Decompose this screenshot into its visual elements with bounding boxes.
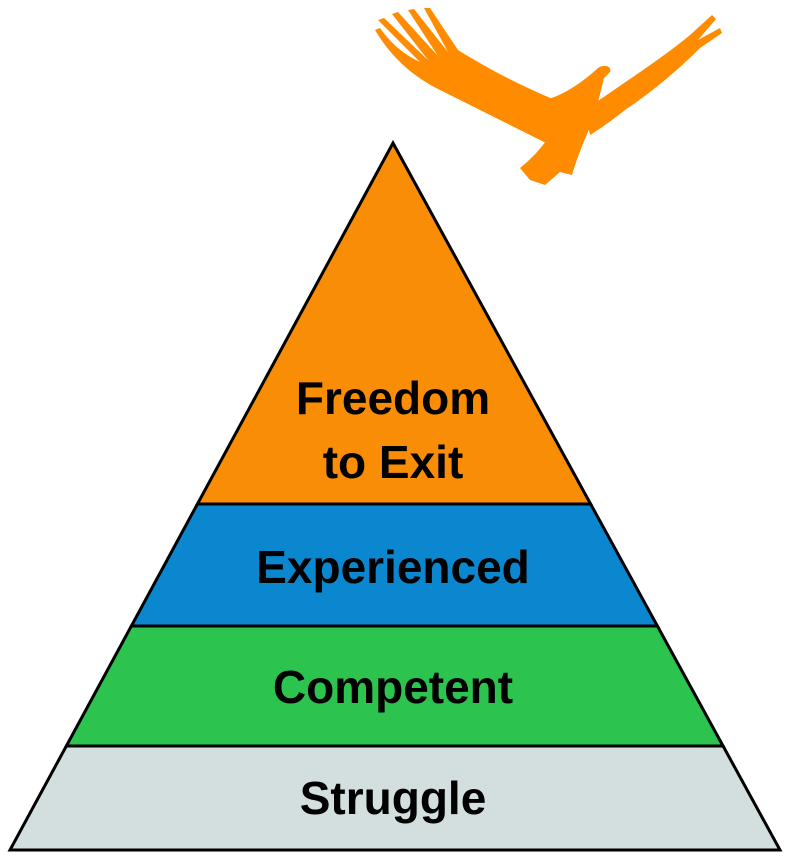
eagle-icon: [375, 8, 722, 185]
tier-struggle-label: Struggle: [300, 772, 487, 824]
pyramid-tiers: [10, 143, 780, 850]
tier-competent-label: Competent: [273, 661, 513, 713]
tier-freedom-to-exit-label: to Exit: [323, 436, 464, 488]
tier-freedom-to-exit-label: Freedom: [296, 372, 490, 424]
tier-experienced-label: Experienced: [256, 541, 530, 593]
